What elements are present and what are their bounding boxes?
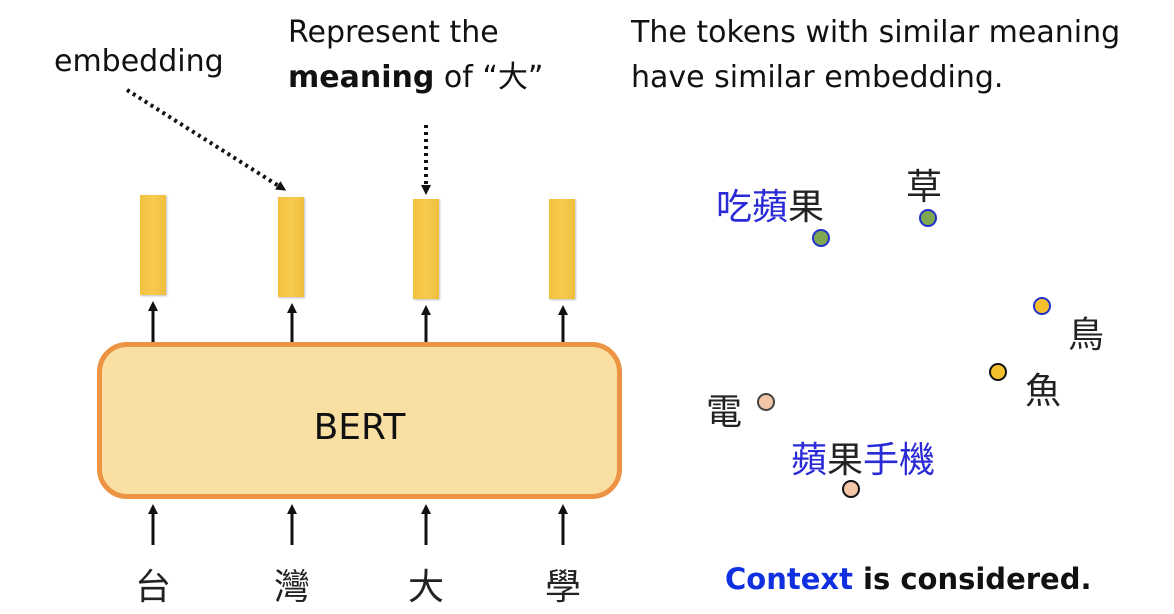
represent-rest: of “大”	[434, 60, 544, 95]
context-highlight: Context	[725, 562, 853, 596]
label-fish: 魚	[1025, 371, 1062, 412]
embedding-vector-2	[278, 197, 304, 297]
point-electric	[757, 393, 775, 411]
context-footer-rest: is considered.	[852, 562, 1092, 596]
label-apple-phone: 蘋果手機	[791, 440, 936, 481]
input-token-1: 台	[135, 567, 172, 608]
label-bird: 鳥	[1068, 315, 1105, 356]
input-token-2: 灣	[274, 567, 311, 608]
point-bird	[1033, 297, 1051, 315]
represent-line1: Represent the	[288, 15, 499, 50]
represent-line2: meaning of “大”	[288, 63, 543, 93]
bert-model-box: BERT	[97, 342, 622, 499]
embedding-vector-1	[140, 195, 166, 295]
label-grass: 草	[906, 167, 943, 208]
bert-label: BERT	[313, 407, 406, 448]
point-grass	[919, 209, 937, 227]
meaning-bold: meaning	[288, 60, 435, 95]
input-token-3: 大	[408, 567, 445, 608]
embedding-vector-3	[413, 199, 439, 299]
similarity-title-line2: have similar embedding.	[631, 60, 1004, 95]
label-electric: 電	[706, 392, 743, 433]
point-fish	[989, 363, 1007, 381]
point-eat-apple	[812, 229, 830, 247]
point-apple-phone	[842, 480, 860, 498]
context-footer: Context is considered.	[725, 565, 1091, 594]
embedding-vector-4	[549, 199, 575, 299]
label-eat-apple: 吃蘋果	[716, 187, 825, 228]
embedding-pointer-arrow	[125, 88, 287, 191]
embedding-label: embedding	[54, 44, 224, 79]
input-token-4: 學	[545, 567, 582, 608]
similarity-title-line1: The tokens with similar meaning	[631, 15, 1121, 50]
